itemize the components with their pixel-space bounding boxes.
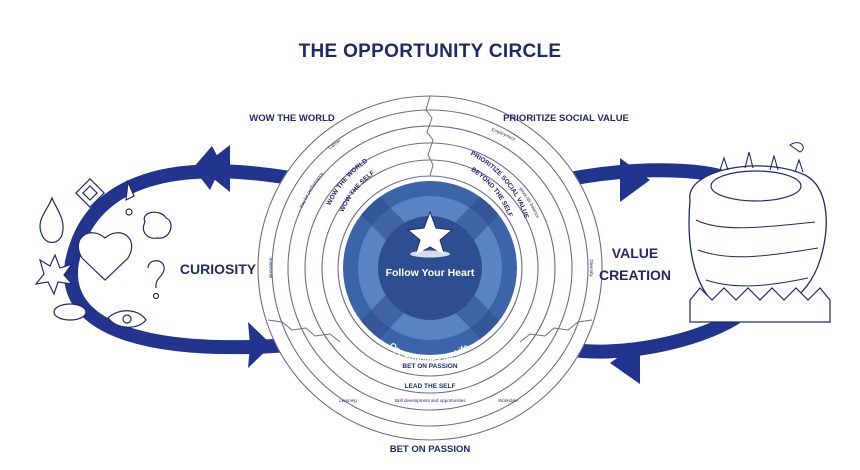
- label-prioritize-social-value: PRIORITIZE SOCIAL VALUE: [503, 113, 629, 124]
- outer-label-diversity: Diversity: [589, 259, 594, 277]
- label-value: VALUE: [612, 245, 658, 261]
- star-mascot-icon: [406, 210, 454, 258]
- fire-icon: [39, 196, 64, 244]
- center-disc: [341, 179, 519, 357]
- center-title: Follow Your Heart: [386, 267, 475, 279]
- ring-label-lead-the-self: LEAD THE SELF: [405, 383, 456, 390]
- burst-icon: [34, 253, 74, 296]
- diagram-title: THE OPPORTUNITY CIRCLE: [299, 41, 562, 62]
- outer-label-workstyle: Workstyle: [498, 398, 518, 403]
- curiosity-loop: [63, 145, 297, 368]
- curiosity-doodles: [34, 178, 172, 328]
- heart-icon: [77, 232, 133, 281]
- ring-dividers: [267, 95, 593, 343]
- brain-icon: [142, 211, 172, 239]
- outer-label-learning: Learning: [339, 398, 357, 403]
- exclamation-icon: [125, 179, 135, 202]
- question-mark-icon: [147, 260, 165, 289]
- seed-icon: [53, 303, 87, 321]
- label-curiosity: CURIOSITY: [180, 261, 257, 277]
- outer-label-skill: Skill development and opportunities: [394, 398, 466, 403]
- label-bet-on-passion: BET ON PASSION: [390, 444, 471, 455]
- ring-label-bet-on-passion: BET ON PASSION: [402, 363, 457, 370]
- outer-label-innovation: Innovation: [268, 257, 273, 278]
- label-wow-the-world: WOW THE WORLD: [249, 113, 335, 124]
- label-creation: CREATION: [599, 267, 671, 283]
- globe-island-icon: [688, 142, 831, 323]
